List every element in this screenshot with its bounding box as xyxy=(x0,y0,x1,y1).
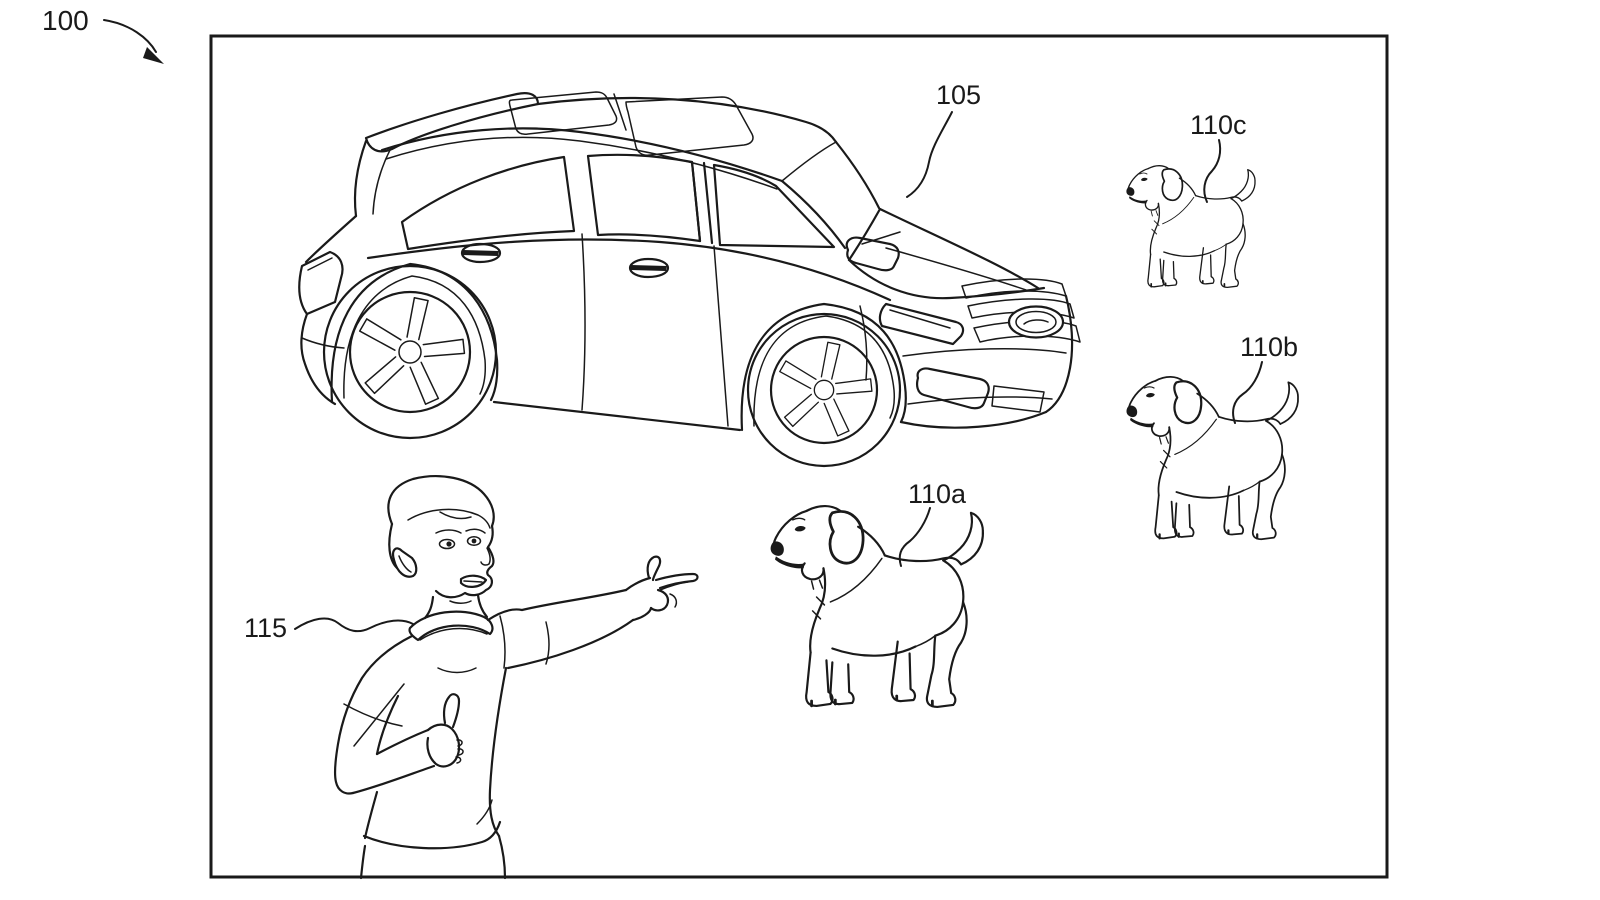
callout-dog-c: 110c xyxy=(1190,110,1247,140)
leader-line-110b xyxy=(1232,361,1263,424)
dog-b-drawing xyxy=(1125,375,1300,541)
leader-line-105 xyxy=(906,111,953,198)
callout-dog-a: 110a xyxy=(908,479,967,509)
person-nose xyxy=(480,547,491,566)
callout-person: 115 xyxy=(244,613,287,643)
figure-reference-number: 100 xyxy=(42,5,89,36)
callout-vehicle: 105 xyxy=(936,80,981,110)
suv-door-handle-rear xyxy=(460,242,502,264)
person-mouth xyxy=(459,574,488,588)
reference-arrow-icon xyxy=(103,19,164,64)
suv-rear-door-window xyxy=(586,153,702,243)
person-torso xyxy=(359,666,508,880)
suv-drawing xyxy=(298,91,1081,468)
suv-quarter-window xyxy=(400,155,576,251)
person-eye-left xyxy=(438,538,456,550)
person-drawing xyxy=(333,475,699,880)
person-index-finger xyxy=(654,572,699,590)
suv-hood xyxy=(878,207,1040,290)
suv-door-handle-front xyxy=(628,257,670,279)
leader-line-110a xyxy=(898,507,931,567)
person-eye-right xyxy=(466,536,482,546)
suv-sunroof-panel-front xyxy=(625,96,754,156)
suv-rocker xyxy=(492,400,742,432)
suv-front-end xyxy=(847,207,1081,429)
dog-a-drawing xyxy=(769,504,985,709)
suv-cowl xyxy=(847,207,882,262)
suv-beltline xyxy=(366,238,892,302)
suv-glasshouse xyxy=(400,153,882,262)
suv-fog-lamp xyxy=(916,367,990,410)
suv-rear-wheel xyxy=(322,262,499,440)
person-thumbs-up-arm xyxy=(333,634,464,795)
suv-b-pillar xyxy=(690,160,714,245)
suv-sunroof-panel-rear xyxy=(508,91,618,135)
dog-c-drawing xyxy=(1125,164,1256,289)
person-shirt-hem xyxy=(362,820,502,850)
person-hair xyxy=(387,475,495,528)
suv-wiper xyxy=(861,231,901,245)
person-pointing-arm xyxy=(486,555,699,670)
suv-lower-intake xyxy=(991,385,1045,413)
leader-line-110c xyxy=(1203,139,1222,203)
person-ear xyxy=(392,547,418,578)
suv-rear-end xyxy=(298,214,358,406)
suv-headlight xyxy=(878,302,965,346)
person-thumb xyxy=(442,693,461,729)
suv-body-side xyxy=(366,233,900,427)
suv-front-door-window xyxy=(712,163,836,249)
figure-frame xyxy=(209,34,1389,879)
leader-line-115 xyxy=(294,617,414,633)
suv-roof xyxy=(353,91,881,250)
callout-dog-b: 110b xyxy=(1240,332,1298,362)
person-collar xyxy=(408,610,494,642)
person-head xyxy=(387,475,495,604)
suv-front-wheel xyxy=(740,302,907,468)
person-face xyxy=(434,524,495,599)
suv-taillight xyxy=(298,250,344,316)
person-pointing-hand xyxy=(624,555,699,622)
person-thumbs-up-hand xyxy=(426,693,464,768)
